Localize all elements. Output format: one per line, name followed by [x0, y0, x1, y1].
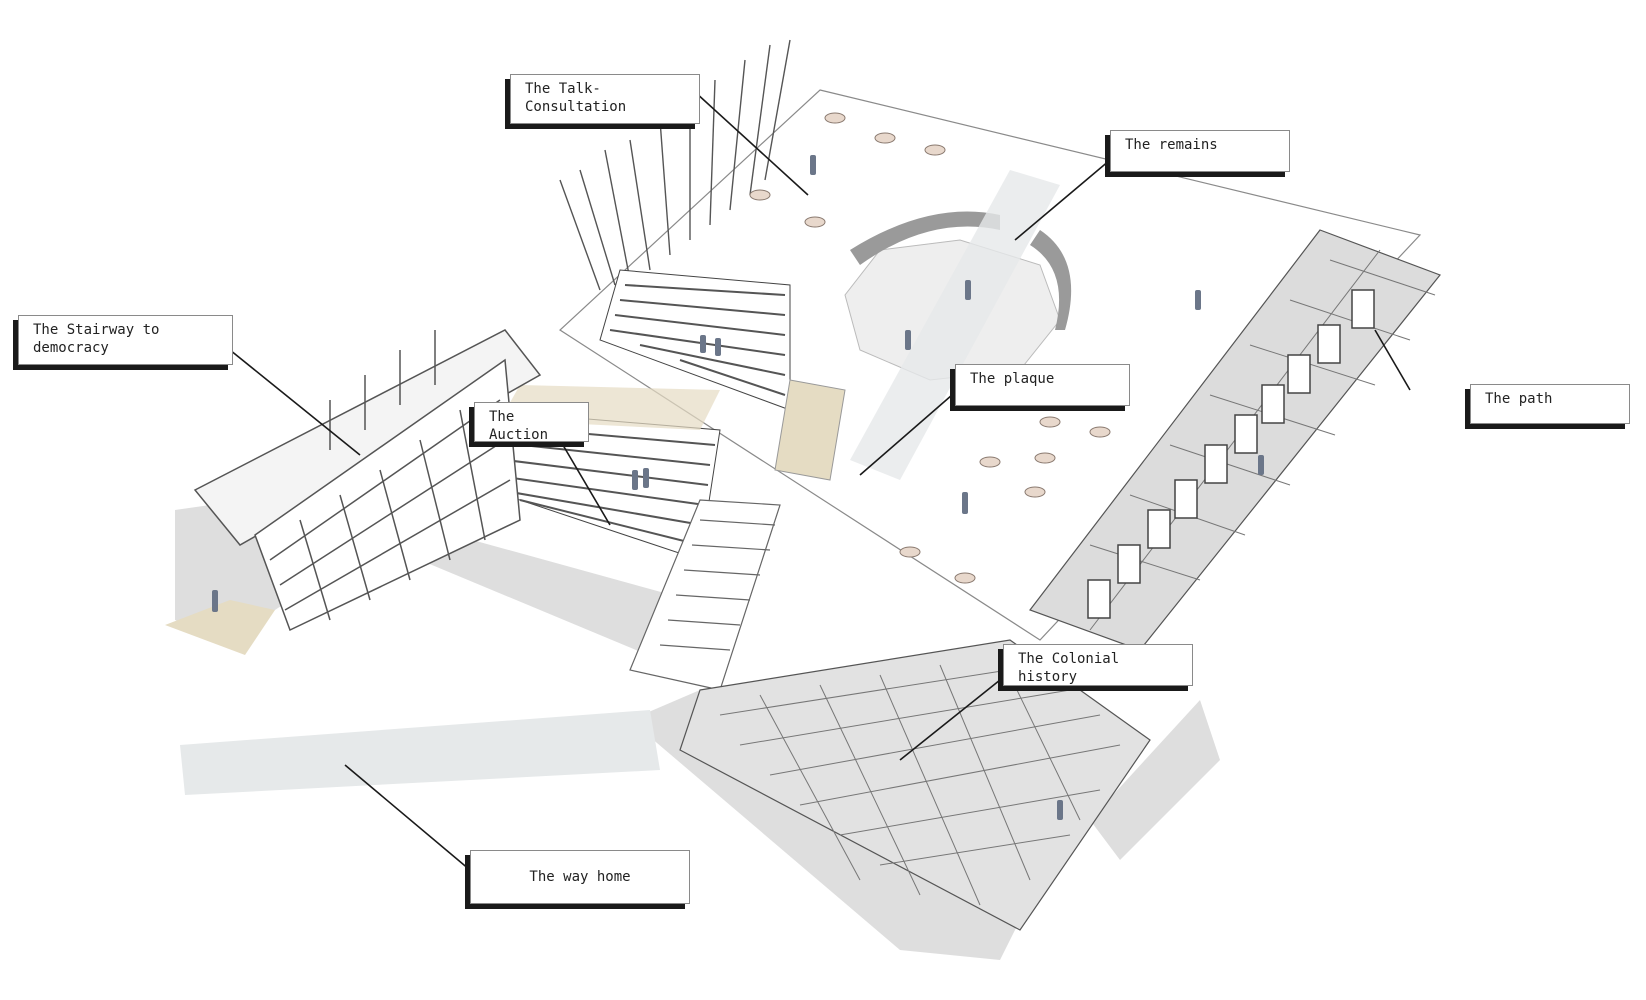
stairway-structure: [193, 329, 542, 632]
plaza-diagonal-wash: [850, 170, 1060, 480]
human-figures: [212, 155, 1264, 820]
callout-stairway-to-democracy: The Stairway to democracy: [18, 315, 233, 365]
mesh-grid-lines: [719, 654, 1121, 906]
plaque-wall: [774, 379, 846, 481]
callout-talk-consultation: The Talk- Consultation: [510, 74, 700, 124]
callout-colonial-history: The Colonial history: [1003, 644, 1193, 686]
colonial-history-mesh: [679, 639, 1151, 931]
remains-wall-curve: [850, 211, 1000, 265]
arrival-path-highlight: [165, 600, 275, 655]
callout-the-way-home: The way home: [470, 850, 690, 904]
callout-the-plaque: The plaque: [955, 364, 1130, 406]
remains-wall-right: [1030, 230, 1072, 330]
path-cylinders: [1087, 289, 1375, 619]
callout-the-auction: The Auction: [474, 402, 589, 443]
leader-lines: [229, 91, 1411, 871]
callout-the-remains: The remains: [1110, 130, 1290, 172]
callout-the-path: The path: [1470, 384, 1630, 424]
stepped-seating: [599, 269, 791, 411]
the-way-home-path: [180, 710, 660, 795]
cafe-tables: [749, 112, 1111, 584]
